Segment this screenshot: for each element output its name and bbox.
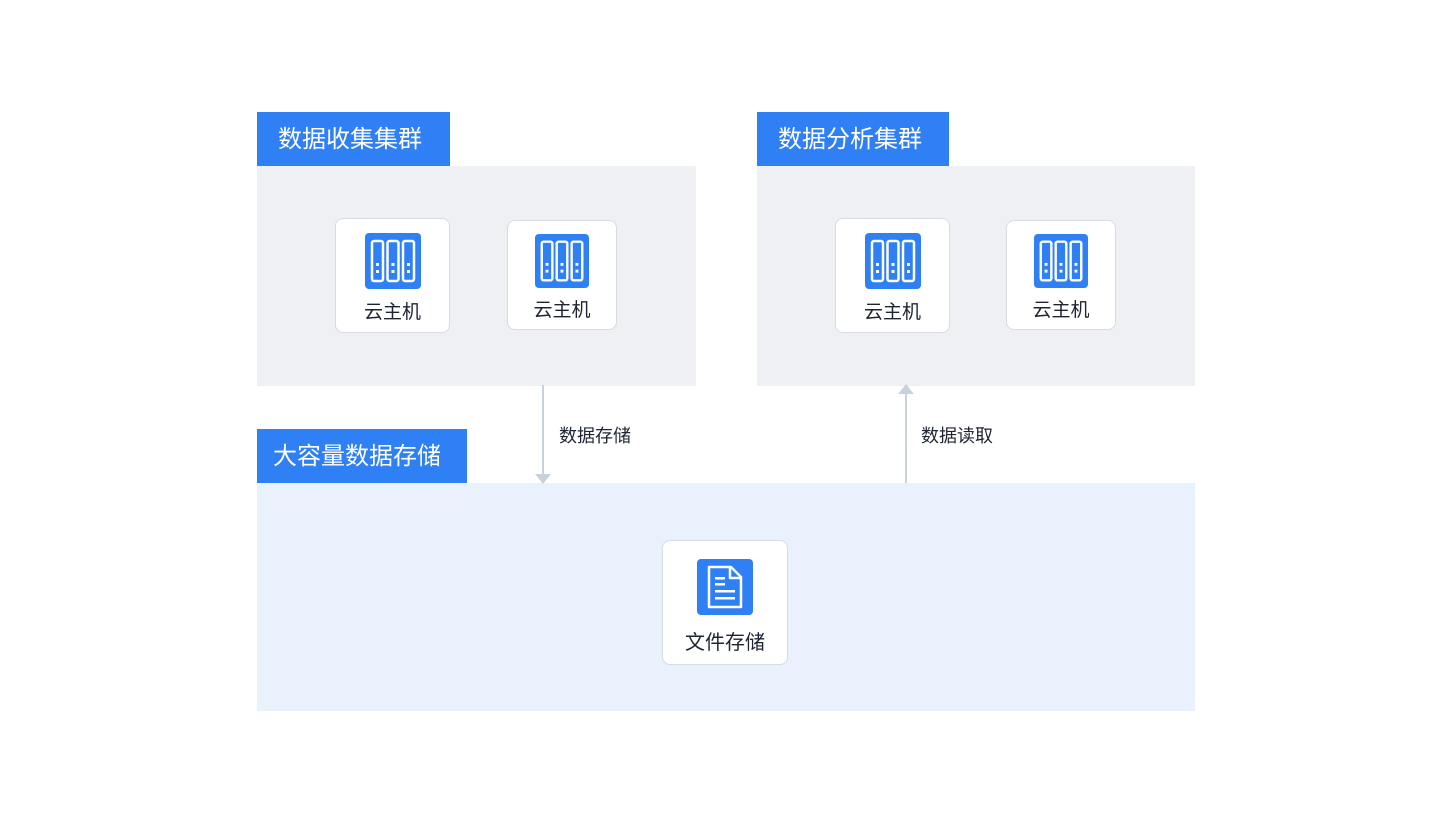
node-label: 文件存储 (685, 630, 765, 654)
collection-cluster-title: 数据收集集群 (257, 112, 450, 166)
server-icon (1034, 234, 1088, 288)
server-icon (535, 234, 589, 288)
node-label: 云主机 (363, 301, 421, 323)
file-storage-node[interactable]: 文件存储 (662, 540, 788, 665)
read-flow-label: 数据读取 (921, 426, 993, 447)
document-icon (697, 559, 753, 615)
node-label: 云主机 (863, 301, 921, 323)
store-flow-label: 数据存储 (559, 426, 631, 447)
node-label: 云主机 (533, 299, 591, 321)
server-icon (864, 233, 921, 289)
collection-node-2[interactable]: 云主机 (507, 220, 617, 330)
collection-node-1[interactable]: 云主机 (335, 218, 450, 333)
analysis-node-1[interactable]: 云主机 (835, 218, 950, 333)
storage-title: 大容量数据存储 (257, 429, 467, 483)
analysis-cluster-title: 数据分析集群 (757, 112, 949, 166)
store-arrow (535, 385, 551, 484)
read-arrow (898, 384, 914, 483)
analysis-cluster-area (757, 166, 1195, 386)
node-label: 云主机 (1032, 299, 1090, 321)
collection-cluster-area (257, 166, 696, 386)
analysis-node-2[interactable]: 云主机 (1006, 220, 1116, 330)
server-icon (364, 233, 421, 289)
